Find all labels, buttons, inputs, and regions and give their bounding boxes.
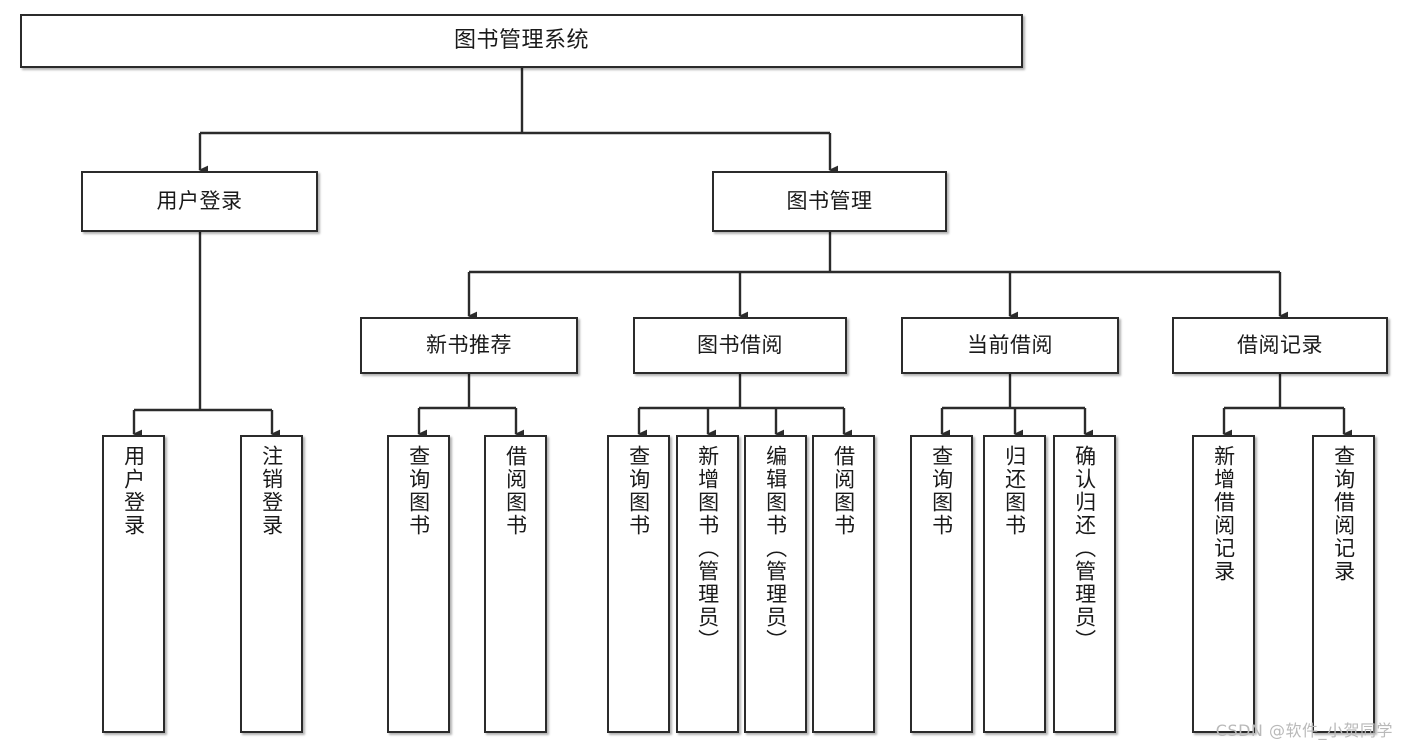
node-label: 借阅图书 — [503, 445, 528, 537]
node-leaf-user-login[interactable]: 用户登录 — [102, 435, 165, 733]
node-label: 图书管理 — [786, 188, 873, 213]
node-leaf-return-book[interactable]: 归还图书 — [983, 435, 1046, 733]
node-label: 编辑图书（管理员） — [763, 445, 788, 652]
node-user-login[interactable]: 用户登录 — [81, 171, 318, 232]
node-book-borrow[interactable]: 图书借阅 — [633, 317, 847, 374]
node-leaf-add-record[interactable]: 新增借阅记录 — [1192, 435, 1255, 733]
node-label: 查询图书 — [929, 445, 954, 537]
node-label: 查询图书 — [406, 445, 431, 537]
node-leaf-logout[interactable]: 注销登录 — [240, 435, 303, 733]
node-leaf-borrow-book-2[interactable]: 借阅图书 — [812, 435, 875, 733]
node-current-borrow[interactable]: 当前借阅 — [901, 317, 1119, 374]
node-label: 图书借阅 — [697, 332, 783, 357]
connector-group — [132, 68, 1352, 439]
node-book-manage[interactable]: 图书管理 — [712, 171, 947, 232]
node-label: 注销登录 — [259, 445, 284, 537]
node-label: 新书推荐 — [426, 332, 512, 357]
node-label: 当前借阅 — [967, 332, 1053, 357]
node-leaf-query-book-3[interactable]: 查询图书 — [910, 435, 973, 733]
node-label: 新增图书（管理员） — [695, 445, 720, 652]
node-leaf-borrow-book-1[interactable]: 借阅图书 — [484, 435, 547, 733]
node-new-book-rec[interactable]: 新书推荐 — [360, 317, 578, 374]
node-label: 借阅图书 — [831, 445, 856, 537]
node-label: 图书管理系统 — [453, 27, 589, 53]
node-label: 借阅记录 — [1237, 332, 1323, 357]
node-leaf-add-book[interactable]: 新增图书（管理员） — [676, 435, 739, 733]
node-leaf-query-book-1[interactable]: 查询图书 — [387, 435, 450, 733]
node-leaf-confirm-return[interactable]: 确认归还（管理员） — [1053, 435, 1116, 733]
watermark-text: CSDN @软件_小贺同学 — [1215, 721, 1393, 740]
node-label: 查询借阅记录 — [1331, 445, 1356, 583]
node-borrow-record[interactable]: 借阅记录 — [1172, 317, 1388, 374]
node-label: 归还图书 — [1002, 445, 1027, 537]
node-leaf-edit-book[interactable]: 编辑图书（管理员） — [744, 435, 807, 733]
node-label: 确认归还（管理员） — [1072, 445, 1097, 652]
node-label: 查询图书 — [626, 445, 651, 537]
node-label: 用户登录 — [156, 188, 243, 213]
node-root[interactable]: 图书管理系统 — [20, 14, 1023, 68]
node-label: 用户登录 — [121, 445, 146, 537]
node-leaf-query-record[interactable]: 查询借阅记录 — [1312, 435, 1375, 733]
node-leaf-query-book-2[interactable]: 查询图书 — [607, 435, 670, 733]
node-label: 新增借阅记录 — [1211, 445, 1236, 583]
